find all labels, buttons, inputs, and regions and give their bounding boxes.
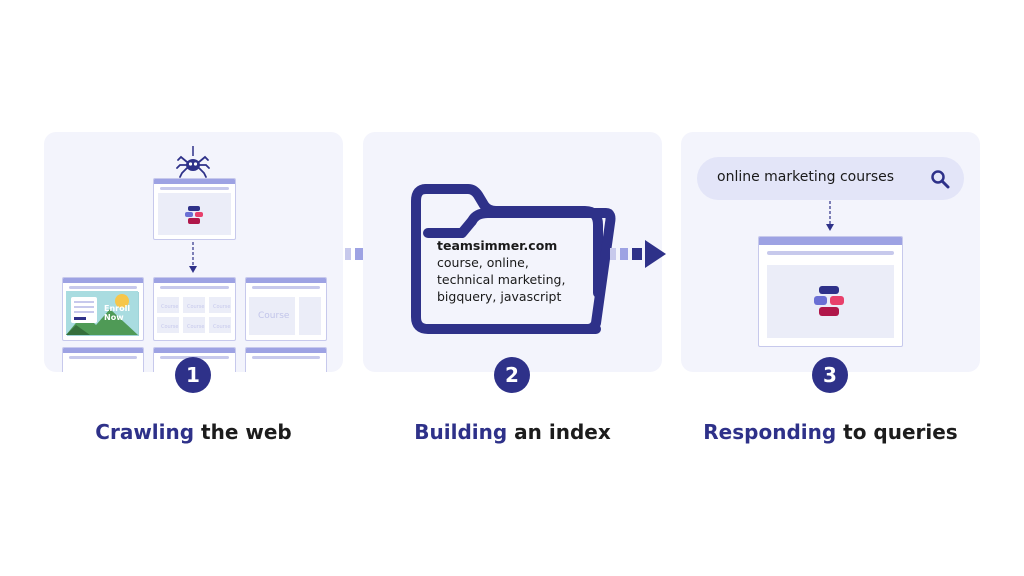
- step-badge: 3: [812, 357, 848, 393]
- query-result-arrow: [826, 201, 834, 231]
- course-heading: Course: [258, 311, 290, 321]
- course-page-layout: [249, 297, 321, 335]
- course-grid: [157, 297, 231, 333]
- index-entry: teamsimmer.com course, online, technical…: [437, 237, 565, 305]
- flow-arrow-2-to-3: [610, 240, 666, 268]
- landscape-banner-image: [66, 291, 138, 335]
- course-tile-label: Course: [187, 324, 205, 330]
- spider-icon: [176, 146, 210, 178]
- caption-rest: an index: [507, 420, 611, 444]
- step-badge: 1: [175, 357, 211, 393]
- search-bar[interactable]: online marketing courses: [697, 157, 964, 200]
- step-badge: 2: [494, 357, 530, 393]
- teamsimmer-logo-icon: [185, 206, 203, 224]
- folder-icon: [411, 184, 616, 334]
- course-tile-label: Course: [187, 304, 205, 310]
- crawl-link-arrow: [189, 242, 197, 273]
- index-keyword-line: technical marketing,: [437, 272, 566, 287]
- course-tile-label: Course: [213, 304, 231, 310]
- search-query-text: online marketing courses: [717, 169, 895, 185]
- step-caption: Responding to queries: [681, 420, 980, 444]
- caption-highlight: Responding: [703, 420, 837, 444]
- course-tile-label: Course: [161, 324, 179, 330]
- step-caption: Building an index: [363, 420, 662, 444]
- caption-rest: the web: [194, 420, 292, 444]
- course-tile-label: Course: [213, 324, 231, 330]
- step-caption: Crawling the web: [44, 420, 343, 444]
- index-keyword-line: bigquery, javascript: [437, 289, 562, 304]
- caption-highlight: Crawling: [95, 420, 195, 444]
- caption-highlight: Building: [414, 420, 508, 444]
- search-icon[interactable]: [930, 169, 950, 189]
- enroll-now-banner-text: Enroll Now: [104, 304, 131, 322]
- teamsimmer-logo-icon: [814, 286, 844, 316]
- index-domain: teamsimmer.com: [437, 238, 558, 253]
- index-keyword-line: course, online,: [437, 255, 529, 270]
- caption-rest: to queries: [836, 420, 958, 444]
- course-tile-label: Course: [161, 304, 179, 310]
